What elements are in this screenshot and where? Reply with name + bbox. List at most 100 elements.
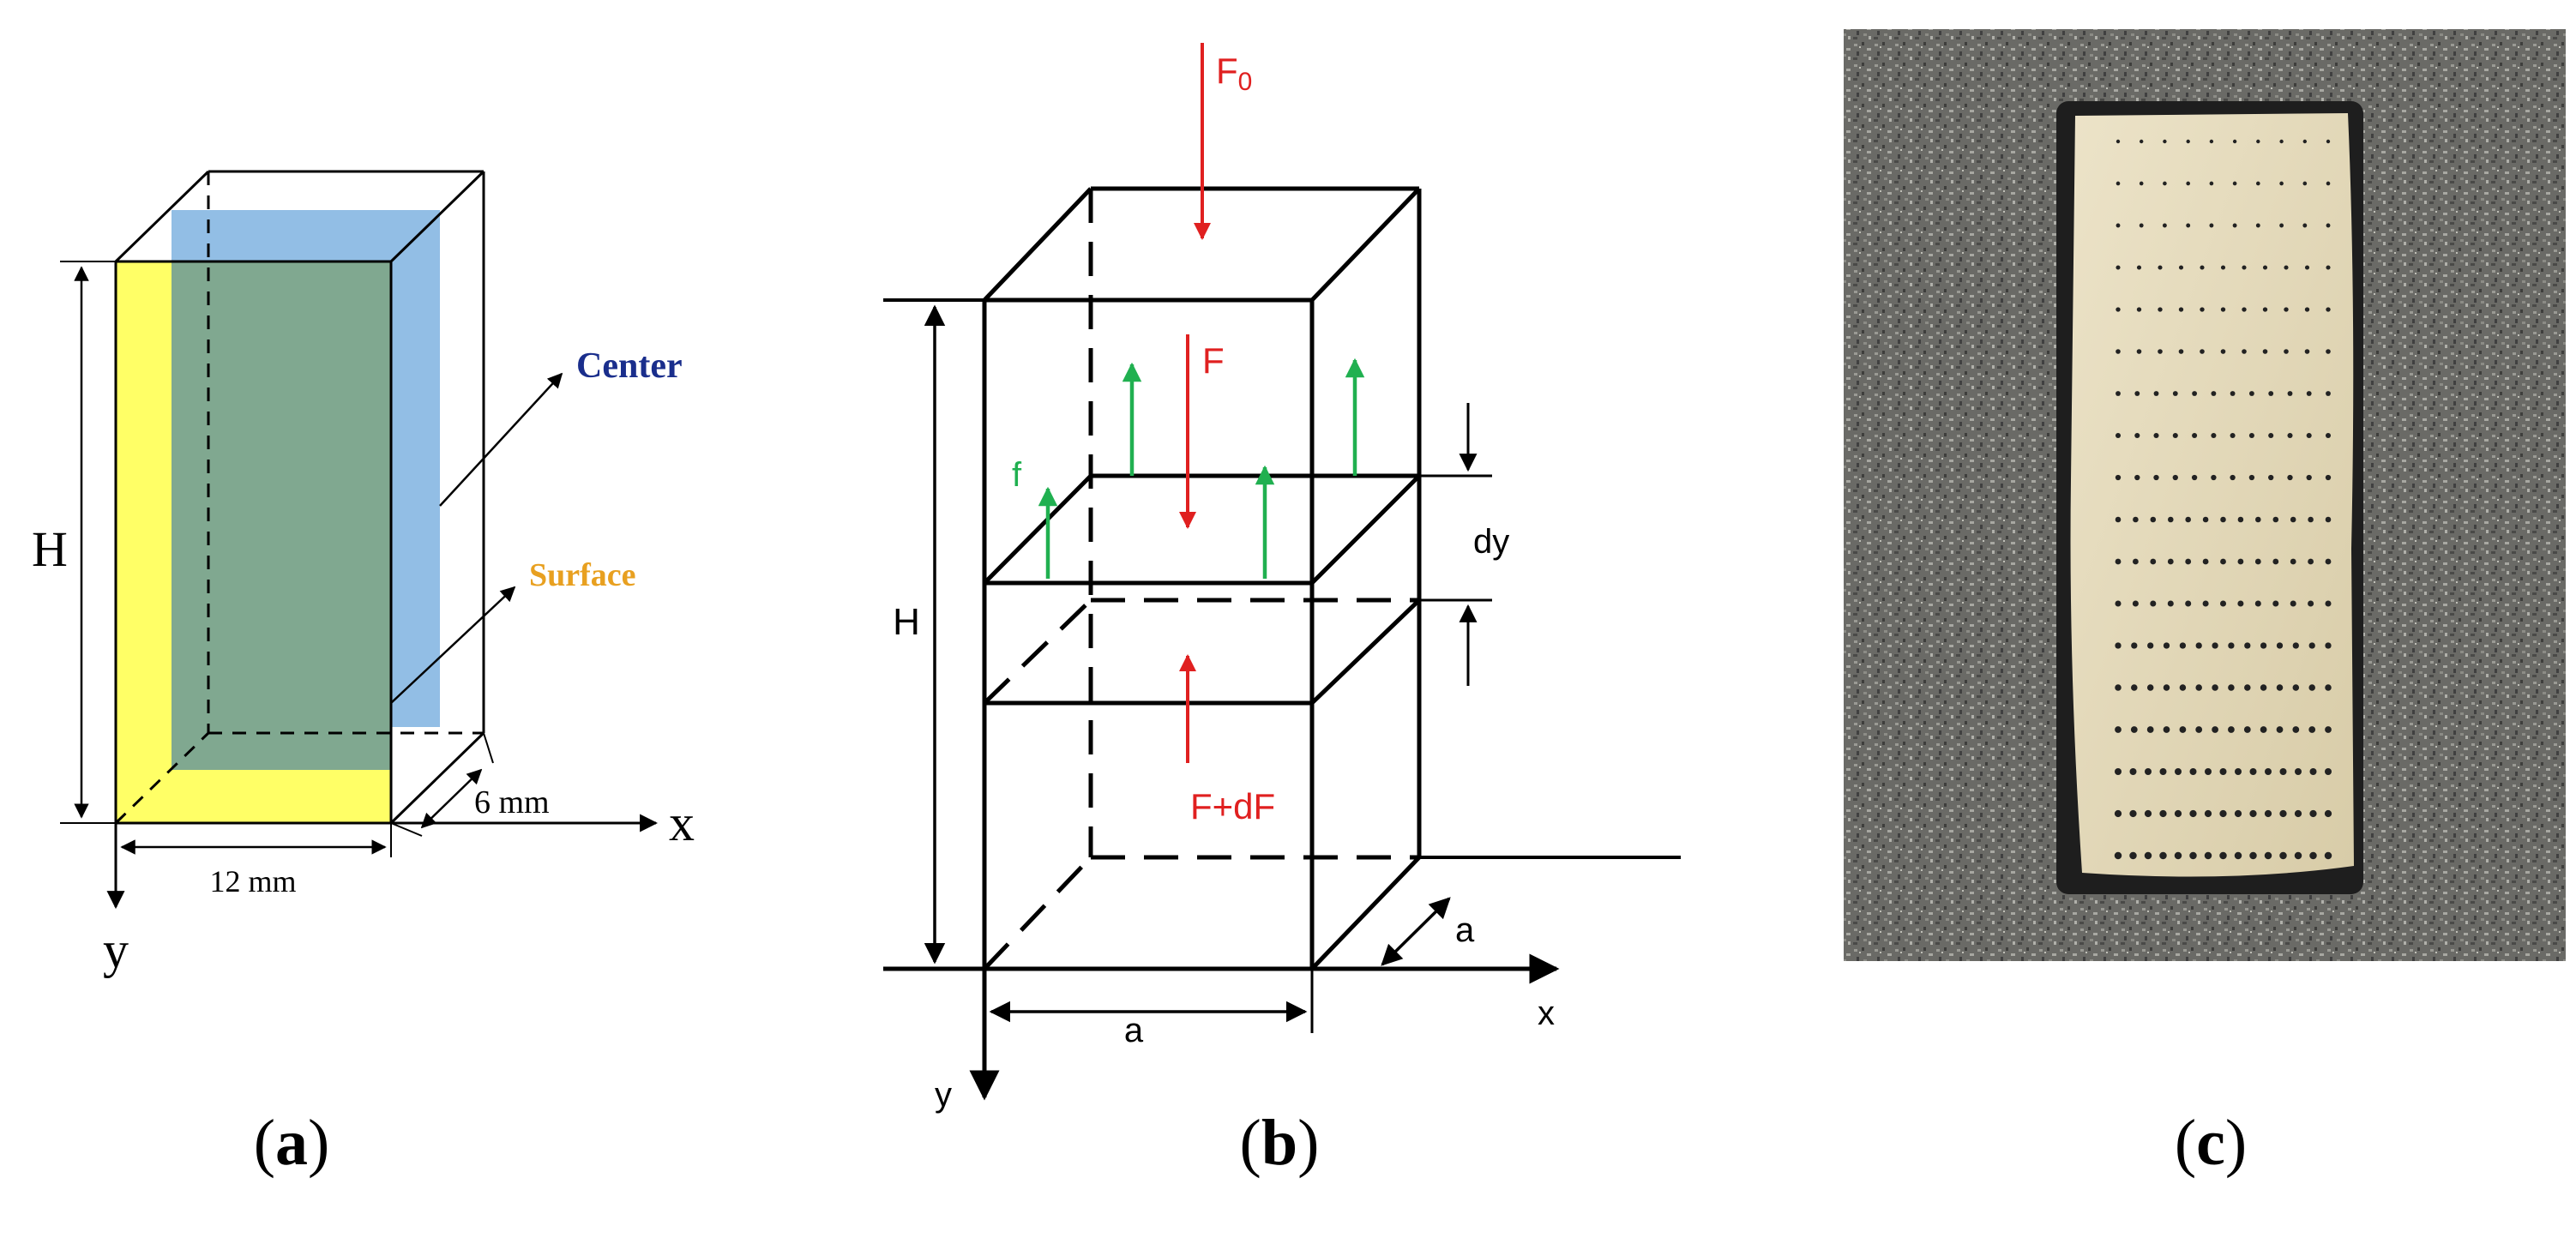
indentation-dot	[2114, 809, 2122, 818]
indentation-dot	[2129, 768, 2137, 775]
indentation-dot	[2268, 391, 2274, 396]
panel-b-y-label: y	[935, 1076, 952, 1114]
indentation-dot	[2168, 516, 2174, 523]
indentation-dot	[2185, 516, 2191, 523]
panel-a-depth-label: 6 mm	[474, 784, 550, 820]
indentation-dot	[2163, 181, 2167, 186]
indentation-dot	[2115, 726, 2122, 733]
indentation-dot	[2325, 516, 2332, 523]
panel-a-x-label: x	[669, 795, 695, 851]
indentation-dot	[2116, 139, 2121, 144]
caption-a: (a)	[253, 1107, 330, 1179]
panel-b-height-label: H	[893, 601, 920, 643]
indentation-dot	[2134, 432, 2140, 439]
indentation-dot	[2302, 139, 2307, 144]
indentation-dot	[2279, 223, 2284, 228]
indentation-dot	[2136, 265, 2142, 270]
indentation-dot	[2116, 349, 2121, 354]
indentation-dot	[2308, 726, 2316, 733]
indentation-dot	[2185, 600, 2192, 607]
indentation-dot	[2255, 181, 2260, 186]
indentation-dot	[2244, 642, 2251, 649]
caption-b: (b)	[1239, 1107, 1320, 1179]
indentation-dot	[2279, 809, 2287, 818]
indentation-dot	[2228, 726, 2235, 733]
indentation-dot	[2158, 307, 2163, 312]
indentation-dot	[2202, 600, 2209, 607]
indentation-dot	[2326, 265, 2331, 270]
indentation-dot	[2264, 809, 2272, 818]
indentation-dot	[2276, 642, 2284, 649]
indentation-dot	[2290, 558, 2296, 565]
indentation-dot	[2255, 516, 2261, 523]
indentation-dot	[2212, 642, 2218, 649]
indentation-dot	[2306, 432, 2312, 439]
indentation-dot	[2129, 851, 2137, 860]
indentation-dot	[2175, 768, 2182, 775]
indentation-dot	[2244, 684, 2251, 691]
indentation-dot	[2191, 474, 2198, 481]
indentation-dot	[2228, 642, 2235, 649]
force-FdF-label: F+dF	[1190, 786, 1275, 826]
indentation-dot	[2192, 432, 2198, 439]
indentation-dot	[2234, 809, 2242, 818]
indentation-dot	[2129, 809, 2137, 818]
indentation-dot	[2220, 265, 2226, 270]
indentation-dot	[2200, 265, 2205, 270]
indentation-dot	[2192, 391, 2198, 396]
indentation-dot	[2308, 642, 2315, 649]
indentation-dot	[2144, 851, 2152, 860]
indentation-dot	[2130, 726, 2138, 733]
dy-label: dy	[1473, 523, 1509, 561]
indentation-dot	[2287, 432, 2293, 439]
indentation-dot	[2150, 516, 2157, 523]
indentation-dot	[2308, 600, 2314, 607]
indentation-dot	[2189, 768, 2197, 775]
indentation-dot	[2159, 768, 2167, 775]
indentation-dot	[2248, 474, 2255, 481]
indentation-dot	[2172, 474, 2178, 481]
indentation-dot	[2115, 474, 2122, 481]
indentation-dot	[2228, 684, 2235, 691]
indentation-dot	[2265, 768, 2272, 775]
indentation-dot	[2212, 684, 2218, 691]
indentation-dot	[2260, 684, 2267, 691]
panel-b: x y H a a dy F0 F F+dF f	[883, 43, 1681, 1114]
indentation-dot	[2325, 432, 2332, 439]
indentation-dot	[2204, 851, 2212, 860]
indentation-dot	[2211, 474, 2217, 481]
indentation-dot	[2146, 726, 2154, 733]
indentation-dot	[2309, 809, 2317, 818]
indentation-dot	[2116, 307, 2121, 312]
indentation-dot	[2302, 223, 2308, 228]
panel-b-width-label: a	[1124, 1012, 1144, 1049]
panel-a-width-label: 12 mm	[209, 864, 296, 898]
indentation-dot	[2139, 181, 2144, 186]
indentation-dot	[2290, 600, 2296, 607]
indentation-dot	[2133, 558, 2139, 565]
indentation-dot	[2179, 642, 2187, 649]
indentation-dot	[2325, 642, 2332, 649]
indentation-dot	[2309, 851, 2317, 860]
indentation-dot	[2243, 726, 2251, 733]
indentation-dot	[2262, 349, 2268, 354]
indentation-dot	[2237, 516, 2244, 523]
indentation-dot	[2230, 474, 2236, 481]
indentation-dot	[2262, 265, 2268, 270]
friction-label: f	[1012, 456, 1022, 494]
indentation-dot	[2186, 223, 2191, 228]
indentation-dot	[2324, 809, 2332, 818]
indentation-dot	[2326, 139, 2331, 144]
indentation-dot	[2232, 139, 2237, 144]
indentation-dot	[2115, 642, 2122, 649]
indentation-dot	[2220, 516, 2226, 523]
indentation-dot	[2114, 851, 2122, 860]
indentation-dot	[2325, 558, 2332, 565]
surface-label: Surface	[529, 557, 636, 593]
indentation-dot	[2150, 558, 2157, 565]
indentation-dot	[2292, 684, 2300, 691]
indentation-dot	[2279, 768, 2287, 775]
sample-cut-face	[2070, 113, 2354, 877]
indentation-dot	[2179, 726, 2187, 733]
